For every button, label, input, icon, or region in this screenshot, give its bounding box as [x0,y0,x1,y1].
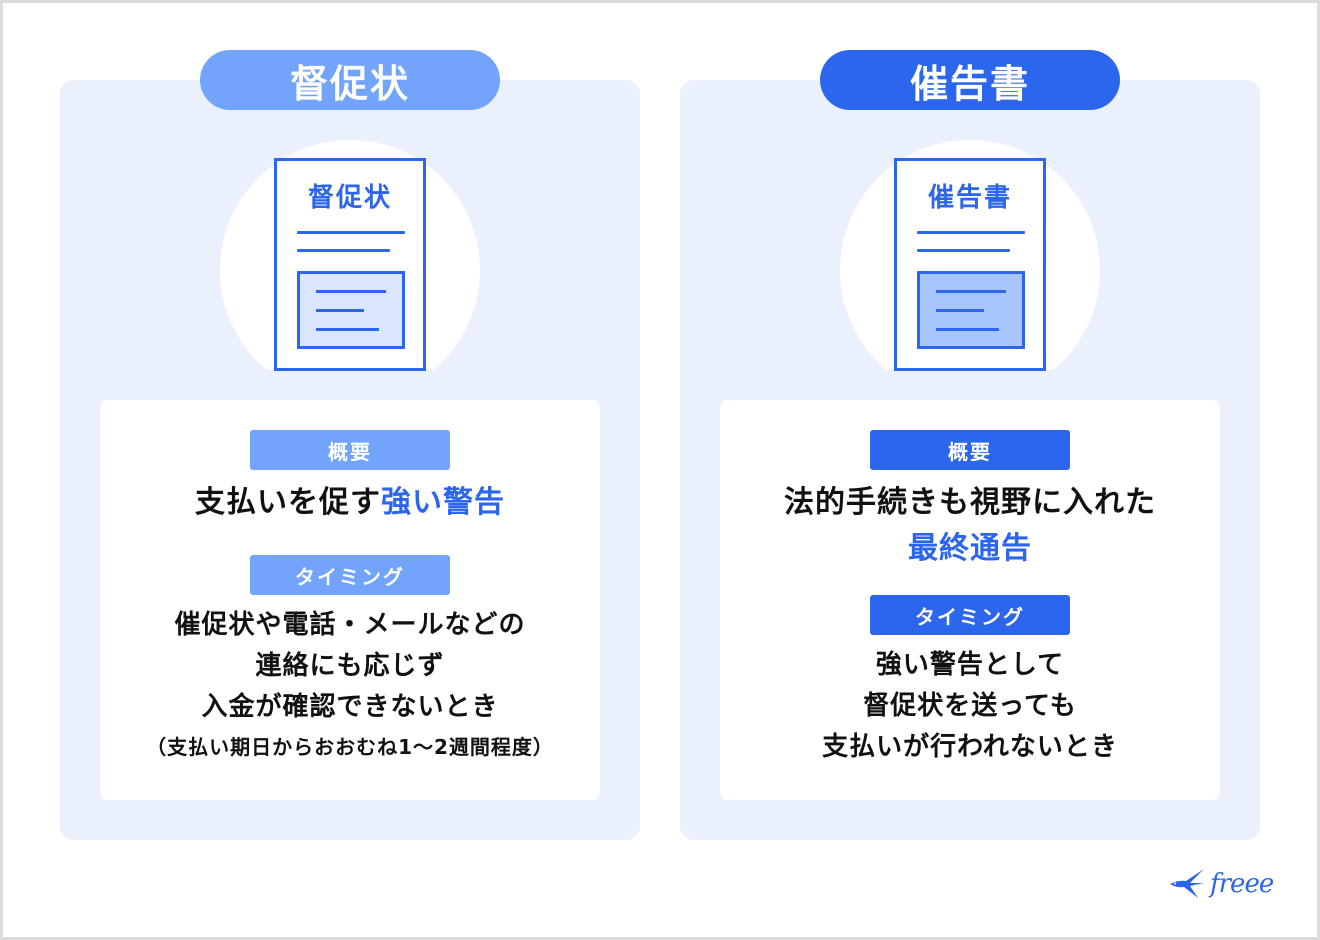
swallow-bird-icon [1170,869,1204,898]
timing-line: 督促状を送っても [863,691,1077,721]
tokusokujo-title-pill: 督促状 [200,50,500,110]
summary-accent: 最終通告 [908,531,1032,566]
tokusokujo-document-icon: 督促状 [274,158,426,371]
document-text-box [917,271,1025,349]
saikokusho-document-icon: 催告書 [894,158,1046,371]
logo-wordmark: freee [1210,869,1274,899]
summary-plain: 支払いを促す [195,485,381,520]
saikokusho-title-pill: 催告書 [820,50,1120,110]
timing-line: 連絡にも応じず [255,651,445,681]
document-line [297,249,390,252]
saikokusho-info-card: 概要 法的手続きも視野に入れた 最終通告 タイミング 強い警告として 督促状を送… [720,400,1220,800]
timing-line: 入金が確認できないとき [201,692,499,722]
timing-label: タイミング [250,555,450,595]
summary-plain: 法的手続きも視野に入れた [784,485,1156,520]
summary-label: 概要 [870,430,1070,470]
summary-label: 概要 [250,430,450,470]
timing-line: 催促状や電話・メールなどの [174,610,526,640]
timing-text: 催促状や電話・メールなどの 連絡にも応じず 入金が確認できないとき （支払い期日… [100,605,600,766]
document-line [297,231,405,234]
document-title: 督促状 [307,183,392,213]
timing-line: 強い警告として [875,650,1065,680]
timing-text: 強い警告として 督促状を送っても 支払いが行われないとき [720,645,1220,768]
document-line [917,249,1010,252]
tokusokujo-info-card: 概要 支払いを促す強い警告 タイミング 催促状や電話・メールなどの 連絡にも応じ… [100,400,600,800]
document-title: 催告書 [927,183,1012,213]
timing-line: 支払いが行われないとき [822,732,1118,762]
document-line [917,231,1025,234]
timing-label: タイミング [870,595,1070,635]
timing-note: （支払い期日からおおむね1～2週間程度） [146,735,554,759]
summary-accent: 強い警告 [381,485,505,520]
summary-text: 支払いを促す強い警告 [100,480,600,526]
summary-text: 法的手続きも視野に入れた 最終通告 [720,480,1220,572]
freee-logo: freee [1168,862,1288,906]
document-text-box [297,271,405,349]
